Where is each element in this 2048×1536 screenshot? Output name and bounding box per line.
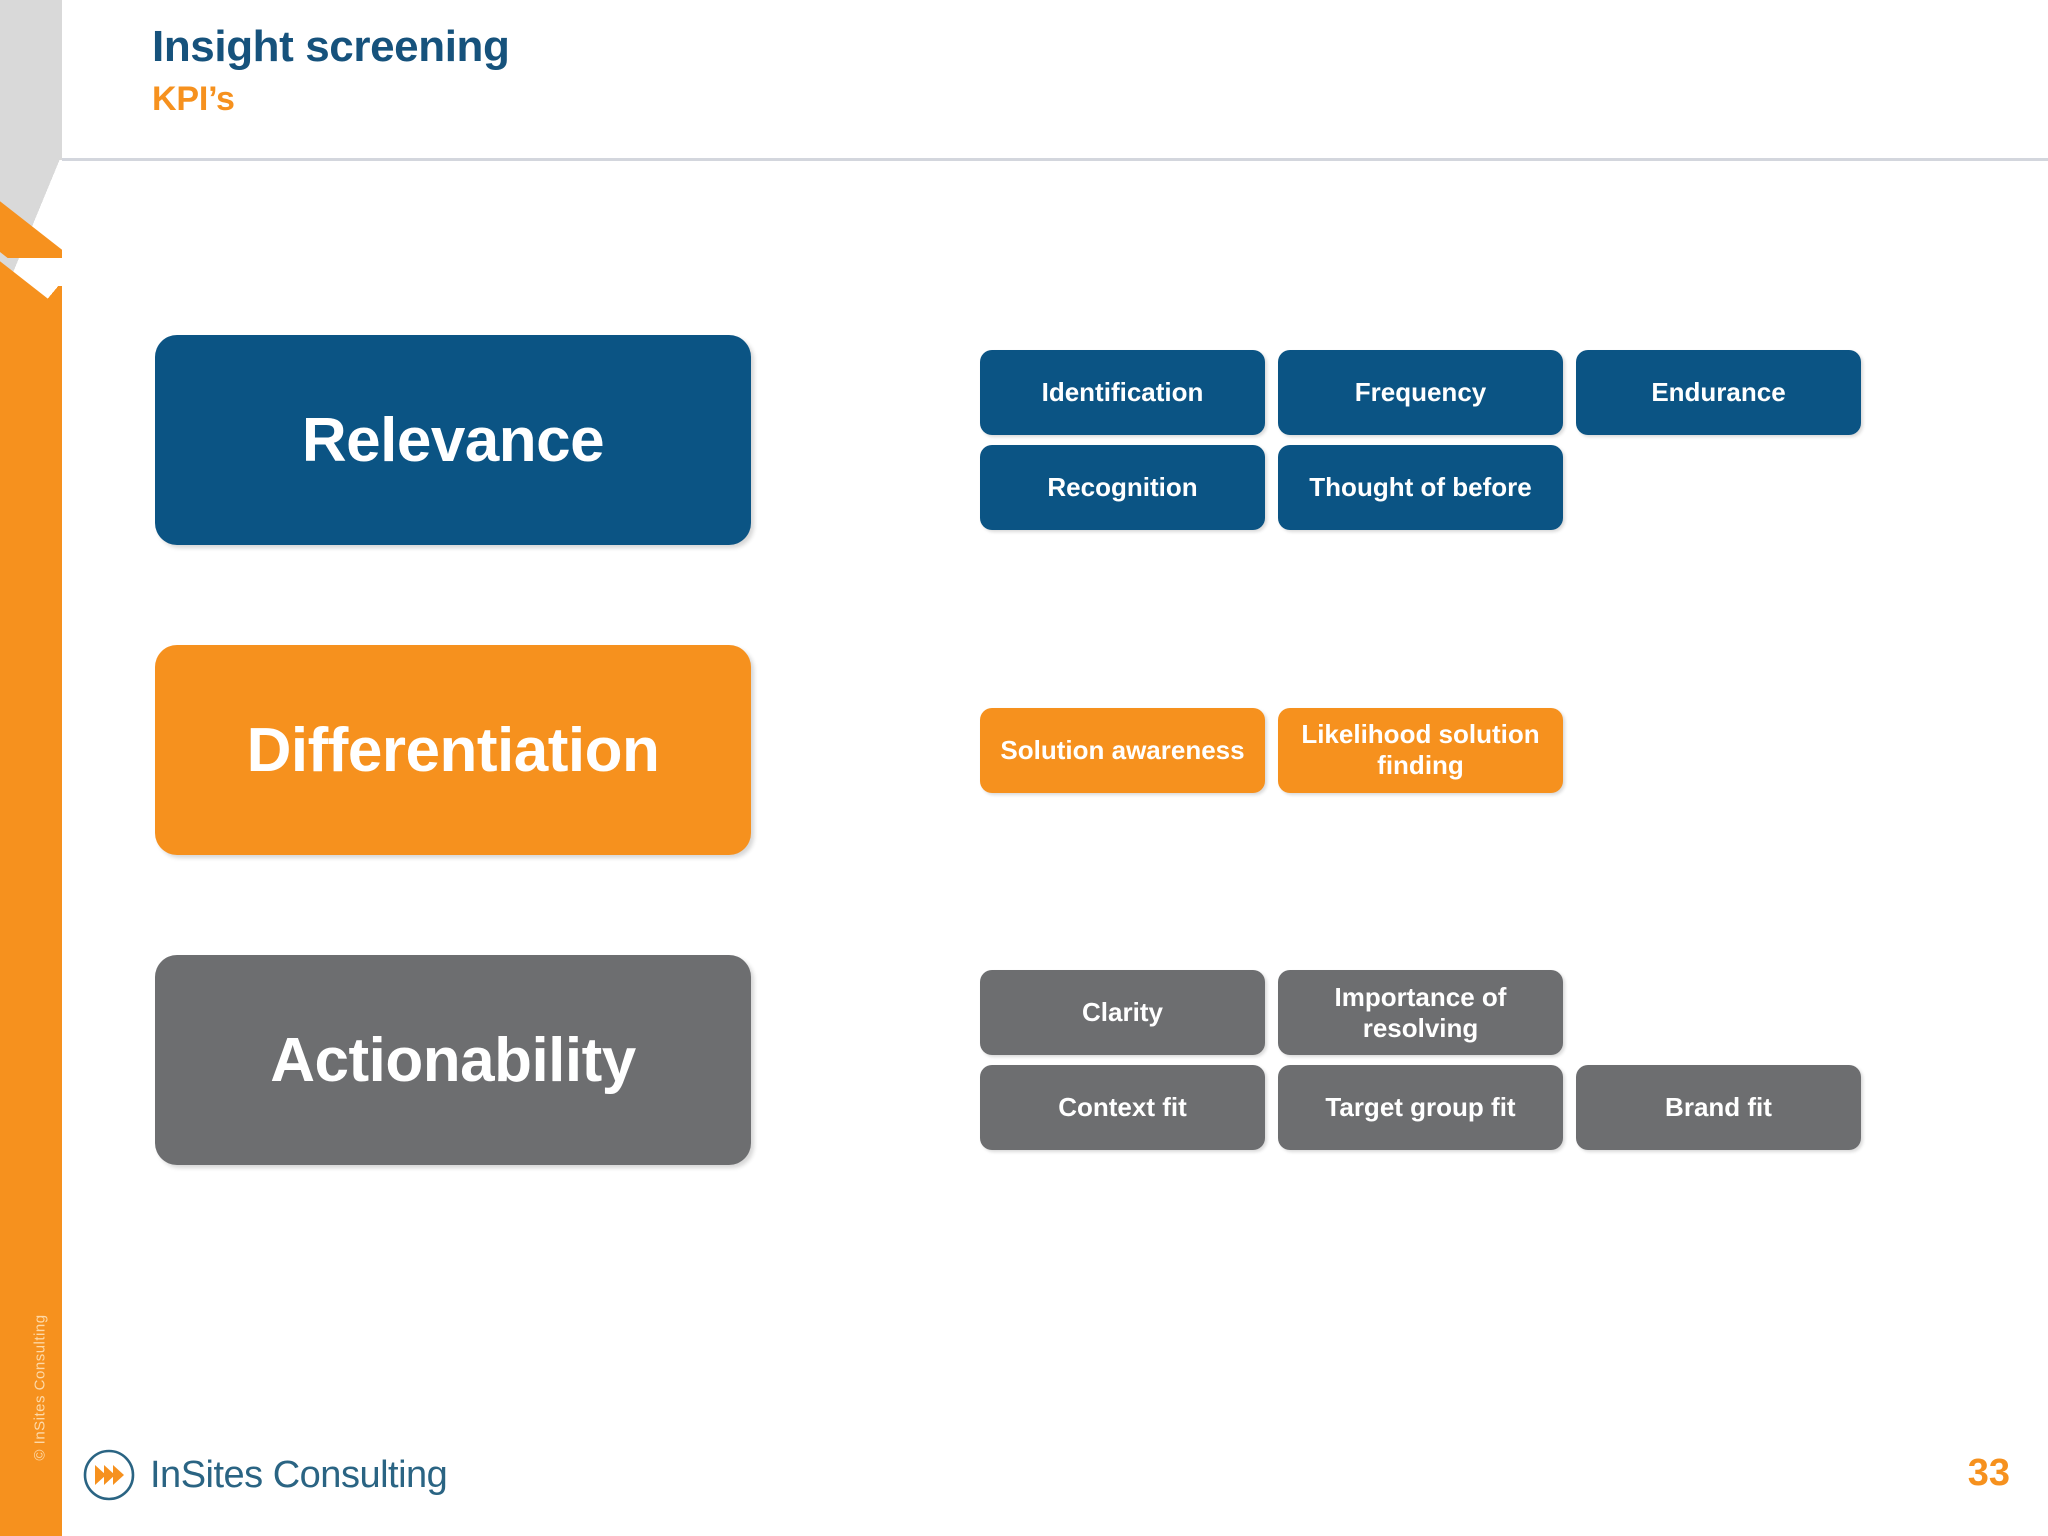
kpi-chip[interactable]: Importance of resolving [1278,970,1563,1055]
page-subtitle: KPI’s [152,80,235,118]
category-box[interactable]: Actionability [155,955,751,1165]
category-box[interactable]: Differentiation [155,645,751,855]
left-orange-bar: © InSites Consulting [0,300,62,1536]
category-box[interactable]: Relevance [155,335,751,545]
kpi-chip[interactable]: Likelihood solution finding [1278,707,1563,793]
kpi-chip[interactable]: Solution awareness [980,707,1265,793]
kpi-chip[interactable]: Clarity [980,970,1265,1055]
kpi-chip[interactable]: Endurance [1576,350,1861,435]
header-divider [62,158,2048,161]
left-grey-bar [0,0,62,160]
kpi-chip[interactable]: Frequency [1278,350,1563,435]
kpi-chip[interactable]: Recognition [980,445,1265,530]
chevron-circle-logo-icon [82,1448,136,1502]
kpi-chip[interactable]: Identification [980,350,1265,435]
kpi-chip[interactable]: Thought of before [1278,445,1563,530]
kpi-chip[interactable]: Target group fit [1278,1065,1563,1150]
page-title: Insight screening [152,22,510,71]
brand-logo-text: InSites Consulting [150,1453,448,1496]
kpi-chip[interactable]: Brand fit [1576,1065,1861,1150]
page-number: 33 [1967,1452,2010,1494]
copyright-text: © InSites Consulting [31,1314,49,1461]
kpi-chip[interactable]: Context fit [980,1065,1265,1150]
brand-logo: InSites Consulting [82,1448,448,1502]
